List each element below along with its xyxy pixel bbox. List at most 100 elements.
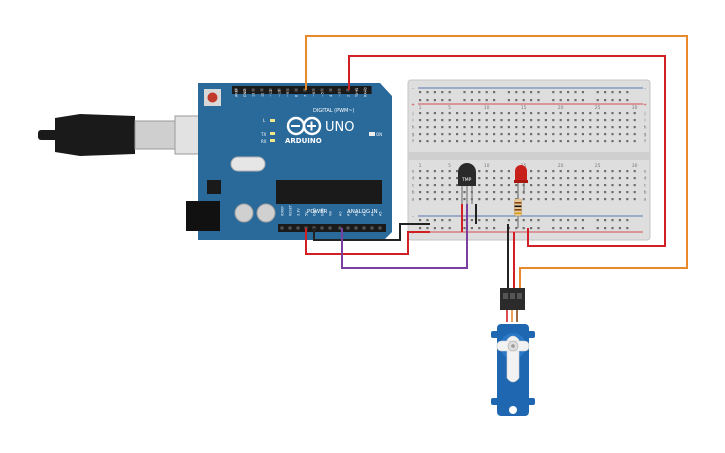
breadboard-hole <box>552 170 555 173</box>
rail-hole <box>604 99 607 102</box>
rail-hole <box>493 227 496 230</box>
breadboard-hole <box>611 191 614 194</box>
breadboard-hole <box>500 184 503 187</box>
rail-hole <box>426 227 429 230</box>
breadboard-hole <box>559 112 562 115</box>
rail-hole <box>463 99 466 102</box>
pin-label: ~6 <box>312 92 316 97</box>
breadboard-hole <box>544 184 547 187</box>
breadboard-hole <box>493 140 496 143</box>
breadboard-hole <box>478 126 481 129</box>
breadboard-hole <box>530 198 533 201</box>
breadboard-hole <box>581 119 584 122</box>
breadboard-hole <box>500 140 503 143</box>
breadboard-hole <box>567 119 570 122</box>
breadboard-hole <box>626 140 629 143</box>
breadboard-hole <box>426 112 429 115</box>
breadboard-hole <box>433 140 436 143</box>
breadboard-hole <box>604 191 607 194</box>
rail-hole <box>433 99 436 102</box>
breadboard-hole <box>574 133 577 136</box>
rail-hole <box>611 219 614 222</box>
wire-red-signal <box>348 55 666 247</box>
breadboard-hole <box>633 198 636 201</box>
rail-hole <box>463 91 466 94</box>
pin-label: RX←0 <box>364 87 368 97</box>
capacitor <box>234 203 254 223</box>
breadboard-hole <box>559 133 562 136</box>
rail-hole <box>581 91 584 94</box>
rail-hole <box>433 91 436 94</box>
breadboard-hole <box>552 126 555 129</box>
breadboard-hole <box>441 184 444 187</box>
rail-label: - <box>412 215 414 220</box>
breadboard-hole <box>522 140 525 143</box>
header-pin <box>329 88 333 92</box>
breadboard-hole <box>426 184 429 187</box>
temperature-sensor: TMP <box>458 163 476 204</box>
breadboard-hole <box>618 198 621 201</box>
breadboard-hole <box>419 119 422 122</box>
digital-label: DIGITAL (PWM~) <box>313 108 355 114</box>
rail-hole <box>426 219 429 222</box>
breadboard-hole <box>419 170 422 173</box>
breadboard-hole <box>493 112 496 115</box>
pin-label: ~3 <box>338 92 342 97</box>
pin-label: 8 <box>295 95 299 97</box>
breadboard-hole <box>589 184 592 187</box>
breadboard-hole <box>419 133 422 136</box>
breadboard-hole <box>633 184 636 187</box>
breadboard-hole <box>530 140 533 143</box>
pin-label: AREF <box>235 88 239 97</box>
breadboard-hole <box>559 184 562 187</box>
breadboard-hole <box>596 126 599 129</box>
header-pin <box>363 88 367 92</box>
breadboard-hole <box>478 191 481 194</box>
rail-hole <box>530 227 533 230</box>
breadboard-hole <box>626 191 629 194</box>
header-pin <box>320 88 324 92</box>
breadboard-hole <box>530 112 533 115</box>
column-number: 20 <box>558 163 564 169</box>
breadboard-hole <box>581 170 584 173</box>
rail-hole <box>478 91 481 94</box>
rail-hole <box>507 219 510 222</box>
breadboard-hole <box>596 177 599 180</box>
breadboard-hole <box>574 177 577 180</box>
breadboard-hole <box>626 170 629 173</box>
header-strip <box>336 224 386 232</box>
breadboard-hole <box>567 140 570 143</box>
rail-hole <box>463 219 466 222</box>
rail-hole <box>515 227 518 230</box>
breadboard-hole <box>433 191 436 194</box>
rail-hole <box>470 219 473 222</box>
row-letter: d <box>412 176 415 182</box>
breadboard-hole <box>574 112 577 115</box>
breadboard-hole <box>515 184 518 187</box>
rail-hole <box>626 219 629 222</box>
breadboard-hole <box>581 177 584 180</box>
breadboard-hole <box>485 191 488 194</box>
breadboard-hole <box>567 184 570 187</box>
breadboard-hole <box>470 140 473 143</box>
pin-label: 2 <box>346 95 350 97</box>
breadboard-hole <box>485 198 488 201</box>
breadboard-hole <box>611 170 614 173</box>
breadboard-hole <box>537 112 540 115</box>
breadboard-hole <box>441 140 444 143</box>
header-pin <box>354 226 358 230</box>
breadboard-hole <box>478 198 481 201</box>
usb-chip <box>207 180 221 194</box>
breadboard-hole <box>567 133 570 136</box>
breadboard-hole <box>493 133 496 136</box>
header-pin <box>234 88 238 92</box>
breadboard-hole <box>433 112 436 115</box>
rail-hole <box>618 99 621 102</box>
servo-motor <box>491 288 535 416</box>
row-letter: e <box>412 170 415 175</box>
breadboard-hole <box>633 133 636 136</box>
rail-hole <box>448 99 451 102</box>
breadboard-hole <box>626 112 629 115</box>
rail-hole <box>596 99 599 102</box>
